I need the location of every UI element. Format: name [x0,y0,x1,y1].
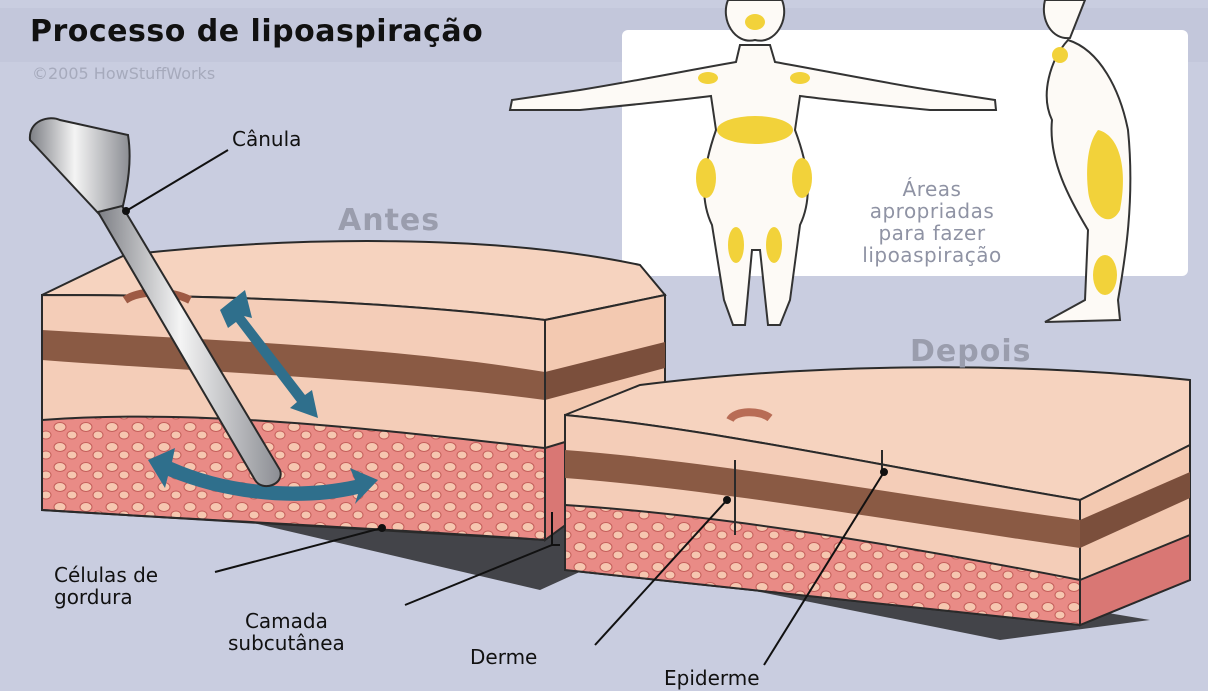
camada-label: Camada subcutânea [228,610,345,654]
canula-label: Cânula [232,128,301,150]
celulas-line-1: Células de [54,564,158,586]
camada-line-2: subcutânea [228,632,345,654]
areas-line-1: Áreas [826,178,1038,200]
camada-line-1: Camada [228,610,345,632]
areas-caption: Áreas apropriadas para fazer lipoaspiraç… [826,178,1038,266]
celulas-label: Células de gordura [54,564,158,608]
areas-line-3: para fazer [826,222,1038,244]
celulas-line-2: gordura [54,586,158,608]
antes-label: Antes [338,203,440,238]
areas-line-4: lipoaspiração [826,244,1038,266]
depois-skin-block [565,367,1190,625]
page-title: Processo de lipoaspiração [30,14,483,49]
areas-line-2: apropriadas [826,200,1038,222]
derme-label: Derme [470,646,537,668]
depois-label: Depois [910,334,1031,369]
epiderme-label: Epiderme [664,667,760,689]
copyright-notice: ©2005 HowStuffWorks [32,64,215,83]
